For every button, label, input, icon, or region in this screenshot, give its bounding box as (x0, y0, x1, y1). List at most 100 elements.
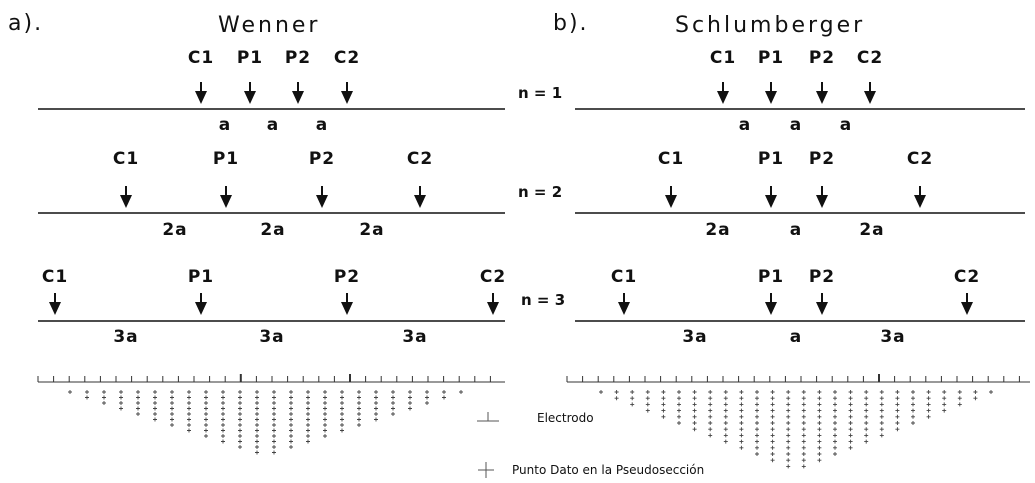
arrow-down-icon (341, 302, 353, 315)
datapoint-plus-icon (848, 414, 853, 419)
datapoint-plus-icon (723, 439, 728, 444)
datapoint-plus-icon (879, 408, 884, 413)
datapoint-plus-icon (204, 417, 208, 422)
datapoint-plus-icon (221, 401, 225, 405)
datapoint-plus-icon (895, 421, 900, 425)
datapoint-plus-icon (272, 423, 276, 427)
datapoint-plus-icon (770, 402, 775, 407)
datapoint-plus-icon (204, 395, 208, 400)
datapoint-plus-icon (357, 423, 361, 427)
datapoint-plus-icon (833, 452, 837, 456)
datapoint-plus-icon (755, 445, 759, 450)
datapoint-plus-icon (708, 408, 713, 413)
datapoint-plus-icon (374, 406, 378, 411)
datapoint-plus-icon (323, 428, 327, 433)
datapoint-plus-icon (306, 390, 310, 394)
datapoint-plus-icon (770, 433, 775, 438)
datapoint-plus-icon (817, 458, 822, 463)
datapoint-plus-icon (817, 439, 822, 444)
datapoint-plus-icon (187, 428, 191, 433)
datapoint-plus-icon (739, 414, 744, 419)
datapoint-plus-icon (723, 402, 728, 407)
datapoint-plus-icon (677, 408, 681, 413)
datapoint-plus-icon (786, 439, 791, 444)
datapoint-plus-icon (323, 390, 327, 394)
datapoint-plus-icon (136, 406, 140, 411)
datapoint-plus-icon (459, 390, 463, 394)
datapoint-plus-icon (340, 401, 344, 405)
datapoint-plus-icon (770, 396, 775, 401)
legend-electrode-label: Electrodo (537, 411, 594, 425)
datapoint-plus-icon (255, 423, 259, 427)
datapoint-plus-icon (801, 458, 806, 463)
datapoint-plus-icon (911, 396, 915, 401)
datapoint-plus-icon (272, 450, 276, 455)
datapoint-plus-icon (272, 412, 276, 416)
datapoint-plus-icon (942, 390, 947, 394)
datapoint-plus-icon (801, 396, 806, 401)
datapoint-plus-icon (786, 402, 791, 407)
datapoint-plus-icon (755, 427, 759, 432)
left-row3-electrode-label: C1 (42, 267, 68, 287)
arrow-down-icon (816, 302, 828, 315)
left-row2-spacing-label: 2a (260, 220, 285, 240)
datapoint-plus-icon (833, 439, 837, 444)
datapoint-plus-icon (848, 421, 853, 425)
datapoint-plus-icon (272, 406, 276, 411)
left-row1-electrode-label: C2 (334, 48, 360, 68)
datapoint-plus-icon (817, 402, 822, 407)
datapoint-plus-icon (989, 390, 993, 394)
datapoint-plus-icon (357, 417, 361, 422)
datapoint-plus-icon (238, 395, 242, 400)
datapoint-plus-icon (102, 395, 106, 400)
datapoint-plus-icon (289, 395, 293, 400)
datapoint-plus-icon (723, 427, 728, 432)
datapoint-plus-icon (770, 439, 775, 444)
arrow-down-icon (195, 91, 207, 104)
datapoint-plus-icon (645, 396, 650, 401)
arrow-down-icon (120, 195, 132, 208)
datapoint-plus-icon (755, 421, 759, 425)
datapoint-plus-icon (204, 406, 208, 411)
datapoint-plus-icon (755, 408, 759, 413)
datapoint-plus-icon (170, 412, 174, 416)
datapoint-plus-icon (599, 390, 603, 394)
datapoint-plus-icon (895, 390, 900, 394)
datapoint-plus-icon (408, 401, 412, 405)
datapoint-plus-icon (187, 390, 191, 394)
datapoint-plus-icon (238, 401, 242, 405)
datapoint-plus-icon (136, 395, 140, 400)
datapoint-plus-icon (306, 406, 310, 411)
datapoint-plus-icon (770, 414, 775, 419)
datapoint-plus-icon (630, 396, 635, 401)
datapoint-plus-icon (723, 433, 728, 438)
datapoint-plus-icon (119, 406, 123, 411)
datapoint-plus-icon (864, 408, 869, 413)
datapoint-plus-icon (786, 414, 791, 419)
datapoint-plus-icon (957, 390, 962, 394)
datapoint-plus-icon (289, 428, 293, 433)
arrow-down-icon (914, 195, 926, 208)
datapoint-plus-icon (221, 428, 225, 433)
right-row3-electrode-label: C1 (611, 267, 637, 287)
datapoint-plus-icon (255, 445, 259, 449)
datapoint-plus-icon (708, 433, 713, 438)
datapoint-plus-icon (895, 408, 900, 413)
left-row2-electrode-label: C1 (113, 149, 139, 169)
arrow-down-icon (341, 91, 353, 104)
datapoint-plus-icon (119, 401, 123, 405)
datapoint-plus-icon (895, 402, 900, 407)
datapoint-plus-icon (723, 396, 728, 401)
arrow-down-icon (414, 195, 426, 208)
datapoint-plus-icon (204, 423, 208, 427)
datapoint-plus-icon (864, 414, 869, 419)
arrow-down-icon (816, 91, 828, 104)
arrow-down-icon (765, 195, 777, 208)
datapoint-plus-icon (957, 396, 962, 401)
datapoint-plus-icon (272, 445, 276, 449)
datapoint-plus-icon (289, 445, 293, 449)
datapoint-plus-icon (238, 445, 242, 449)
datapoint-plus-icon (340, 412, 344, 416)
datapoint-plus-icon (755, 439, 759, 444)
